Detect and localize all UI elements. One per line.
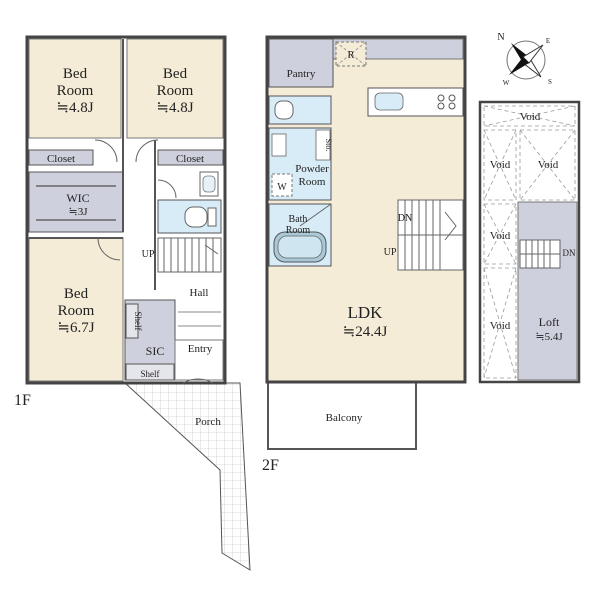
powder-label-1: Powder xyxy=(295,163,329,175)
bath-label-2: Room xyxy=(286,225,311,236)
compass-n: N xyxy=(497,32,504,43)
stairs-2f xyxy=(397,199,464,271)
shelf-1 xyxy=(125,303,139,339)
bed3-size: ≒6.7J xyxy=(57,320,94,336)
sto-label: Sto. xyxy=(324,139,333,152)
void-b-label: Void xyxy=(538,159,559,171)
pantry-label: Pantry xyxy=(287,68,316,80)
compass-w: W xyxy=(503,79,510,87)
loft-room xyxy=(517,201,578,381)
compass-e: E xyxy=(546,37,550,45)
balcony-area xyxy=(267,381,417,450)
bed2-label-2: Room xyxy=(157,83,194,99)
dn-loft-label: DN xyxy=(563,248,576,258)
stairs-1f xyxy=(157,237,222,273)
stairs-loft xyxy=(519,239,561,269)
bed3-label-2: Room xyxy=(58,303,95,319)
porch-area xyxy=(123,382,251,571)
bed-room-1 xyxy=(28,38,122,139)
wic-size: ≒3J xyxy=(69,206,89,218)
bed2-label-1: Bed xyxy=(163,66,188,82)
bed-room-3 xyxy=(28,237,124,382)
void-d-label: Void xyxy=(490,320,511,332)
w-label: W xyxy=(277,182,287,193)
bath-label-1: Bath xyxy=(289,214,308,225)
compass-icon: N E S W xyxy=(497,32,552,87)
closet2-label: Closet xyxy=(176,153,204,165)
compass-s: S xyxy=(548,78,552,86)
entry-label: Entry xyxy=(188,343,213,355)
wic-room xyxy=(28,171,124,233)
loft-size: ≒5.4J xyxy=(535,331,563,343)
sic-label: SIC xyxy=(146,344,165,358)
washer-box xyxy=(271,173,293,197)
floor-1f xyxy=(25,35,251,571)
balcony-label: Balcony xyxy=(326,412,363,424)
bed3-label-1: Bed xyxy=(64,286,89,302)
entry-area xyxy=(174,339,224,381)
shelf2-label: Shelf xyxy=(141,369,160,379)
bed1-size: ≒4.8J xyxy=(56,100,93,116)
loft-label: Loft xyxy=(539,315,560,329)
floor-2f xyxy=(265,35,467,450)
ldk-label: LDK xyxy=(348,303,384,322)
pantry-room xyxy=(268,38,334,88)
bed2-size: ≒4.8J xyxy=(156,100,193,116)
up-1f-label: UP xyxy=(142,249,155,260)
closet1-label: Closet xyxy=(47,153,75,165)
closet-2 xyxy=(157,149,224,166)
bed-room-2 xyxy=(126,38,224,139)
up-2f-label: UP xyxy=(384,247,397,258)
floor-1f-label: 1F xyxy=(14,392,31,409)
ldk-size: ≒24.4J xyxy=(343,324,388,340)
powder-label-2: Room xyxy=(299,176,326,188)
void-top-label: Void xyxy=(520,111,541,123)
floor-2f-label: 2F xyxy=(262,457,279,474)
wic-label: WIC xyxy=(66,191,89,205)
bed1-label-2: Room xyxy=(57,83,94,99)
r-label: R xyxy=(348,50,355,61)
closet-1 xyxy=(28,149,94,166)
void-a-label: Void xyxy=(490,159,511,171)
porch-label: Porch xyxy=(195,416,221,428)
storage-box xyxy=(315,129,331,161)
hall-label: Hall xyxy=(190,287,209,299)
void-c-label: Void xyxy=(490,230,511,242)
dn-2f-label: DN xyxy=(398,213,412,224)
shelf-2 xyxy=(125,363,175,381)
bed1-label-1: Bed xyxy=(63,66,88,82)
shelf1-label: Shelf xyxy=(133,312,143,331)
floor-loft xyxy=(478,100,581,384)
